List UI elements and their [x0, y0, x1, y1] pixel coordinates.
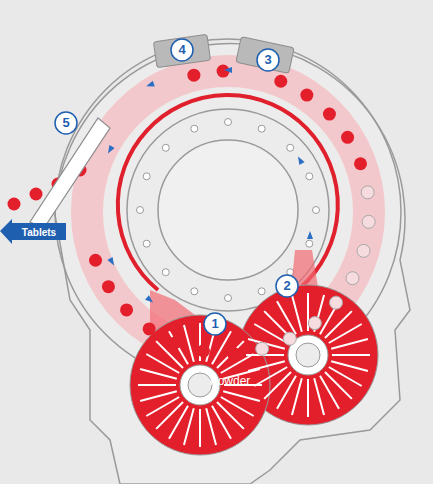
main-compression-roller: [236, 37, 294, 74]
precompression-roller: [153, 34, 210, 67]
callout-number: 1: [205, 314, 225, 334]
turret-hub: [158, 140, 298, 280]
tablets: [8, 65, 376, 360]
direction-arrows: [105, 67, 313, 305]
callout-number: 2: [277, 276, 297, 296]
housing-outline: [55, 44, 410, 484]
material-label: Powder: [210, 374, 251, 388]
callout-number: 4: [172, 40, 192, 60]
feeder-wheels: [130, 285, 378, 455]
output-arrow: [0, 219, 66, 244]
turret-disc: [127, 109, 329, 311]
callout-number: 5: [56, 113, 76, 133]
ejection-scraper: [30, 118, 110, 228]
bolt-holes: [137, 119, 320, 302]
output-label: Tablets: [22, 227, 56, 238]
callout-number: 3: [258, 50, 278, 70]
callout-circles: [55, 39, 298, 335]
